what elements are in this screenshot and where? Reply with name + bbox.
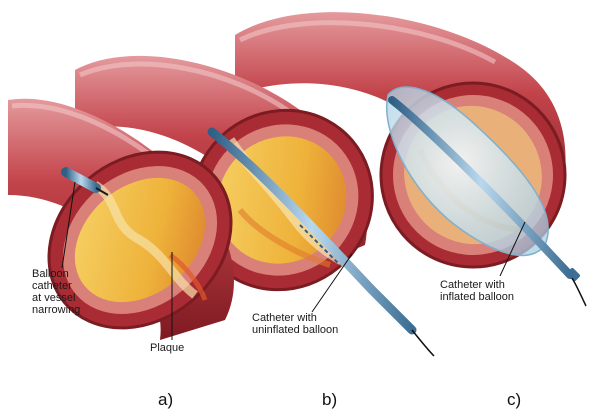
panel-label-b: b) <box>322 390 337 410</box>
panel-label-c: c) <box>507 390 521 410</box>
callout-plaque: Plaque <box>150 342 184 354</box>
callout-inflated-balloon: Catheter with inflated balloon <box>440 279 514 303</box>
panel-label-a: a) <box>158 390 173 410</box>
callout-balloon-catheter: Balloon catheter at vessel narrowing <box>32 268 80 316</box>
callout-uninflated-balloon: Catheter with uninflated balloon <box>252 312 338 336</box>
